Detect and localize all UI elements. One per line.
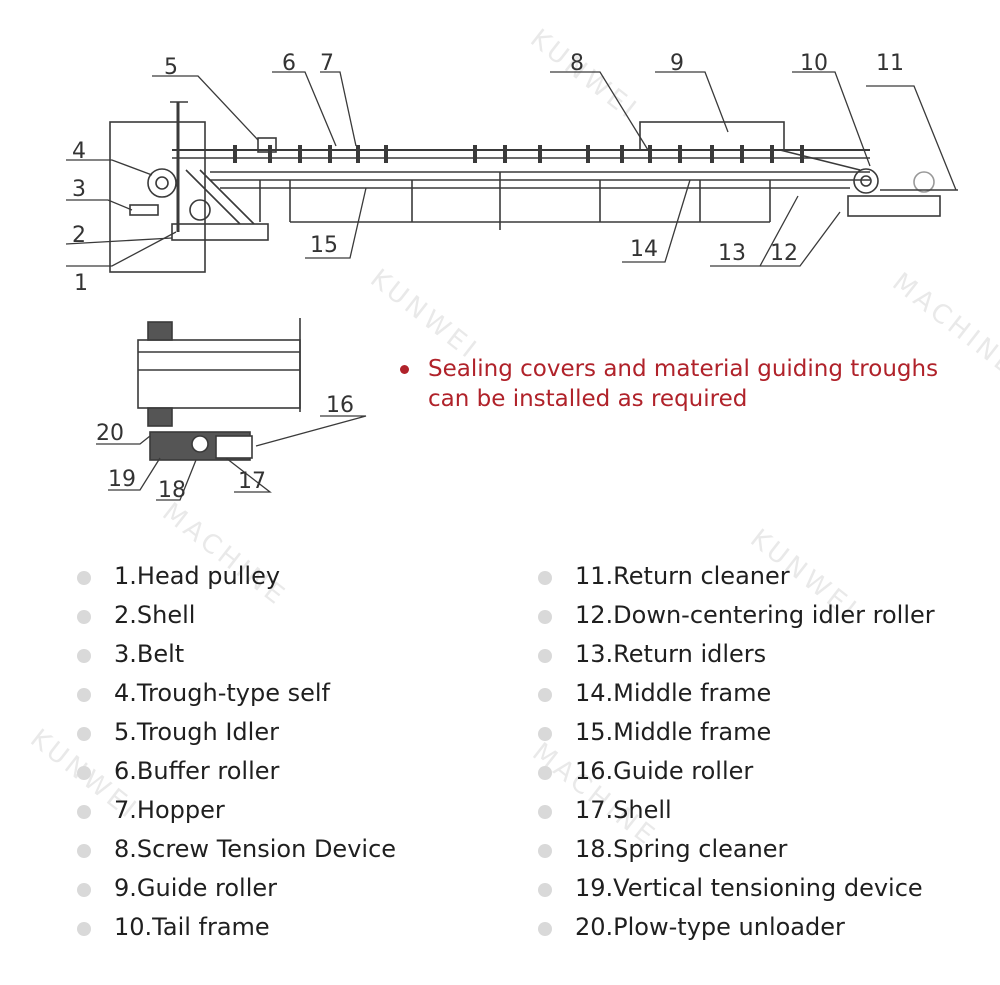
drive-plate bbox=[171, 223, 269, 241]
callout-20: 20 bbox=[96, 421, 124, 446]
callout-10: 10 bbox=[800, 51, 828, 76]
callout-5: 5 bbox=[164, 55, 178, 80]
callout-7: 7 bbox=[320, 51, 334, 76]
callout-6: 6 bbox=[282, 51, 296, 76]
note-line-1: Sealing covers and material guiding trou… bbox=[428, 356, 939, 382]
head-frame bbox=[109, 121, 206, 273]
leader-lines bbox=[65, 71, 957, 267]
bullet-icon bbox=[77, 571, 91, 585]
bullet-icon bbox=[77, 688, 91, 702]
bullet-icon bbox=[77, 766, 91, 780]
bullet-icon bbox=[538, 727, 552, 741]
head-pulley bbox=[147, 168, 177, 198]
idler-box bbox=[257, 137, 277, 153]
bullet-icon bbox=[77, 805, 91, 819]
bullet-icon bbox=[538, 649, 552, 663]
note-line-2: can be installed as required bbox=[428, 386, 748, 412]
callout-13: 13 bbox=[718, 241, 746, 266]
callout-3: 3 bbox=[72, 177, 86, 202]
bullet-icon bbox=[77, 610, 91, 624]
callout-15: 15 bbox=[310, 233, 338, 258]
bullet-icon bbox=[77, 922, 91, 936]
bullet-icon bbox=[538, 883, 552, 897]
tail-slope bbox=[779, 149, 861, 171]
trough-idlers bbox=[233, 145, 804, 163]
bullet-icon bbox=[77, 649, 91, 663]
installation-note: Sealing covers and material guiding trou… bbox=[400, 354, 960, 414]
callout-1: 1 bbox=[74, 271, 88, 296]
callout-2: 2 bbox=[72, 223, 86, 248]
bullet-icon bbox=[538, 805, 552, 819]
detail-leader-lines bbox=[96, 415, 367, 501]
bullet-icon bbox=[538, 766, 552, 780]
tail-frame bbox=[847, 195, 941, 217]
callout-8: 8 bbox=[570, 51, 584, 76]
bullet-icon bbox=[538, 610, 552, 624]
plow-detail bbox=[137, 318, 301, 461]
callout-18: 18 bbox=[158, 478, 186, 503]
callout-11: 11 bbox=[876, 51, 904, 76]
return-cleaner bbox=[913, 171, 935, 193]
belt-stub bbox=[129, 204, 159, 216]
callout-4: 4 bbox=[72, 139, 86, 164]
bullet-icon bbox=[538, 922, 552, 936]
conveyor-diagram: 5 6 7 8 9 10 11 4 3 2 1 15 14 13 12 16 2… bbox=[65, 51, 958, 503]
bullet-icon bbox=[77, 883, 91, 897]
note-bullet-icon bbox=[400, 365, 409, 374]
callout-17: 17 bbox=[238, 469, 266, 494]
bullet-icon bbox=[538, 844, 552, 858]
callout-9: 9 bbox=[670, 51, 684, 76]
middle-frame bbox=[259, 172, 771, 230]
bullet-icon bbox=[77, 844, 91, 858]
callout-19: 19 bbox=[108, 467, 136, 492]
bullet-icon bbox=[77, 727, 91, 741]
callout-16: 16 bbox=[326, 393, 354, 418]
callout-12: 12 bbox=[770, 241, 798, 266]
callout-14: 14 bbox=[630, 237, 658, 262]
bullet-icon bbox=[538, 571, 552, 585]
bullet-icon bbox=[538, 688, 552, 702]
tail-pulley bbox=[853, 168, 879, 194]
